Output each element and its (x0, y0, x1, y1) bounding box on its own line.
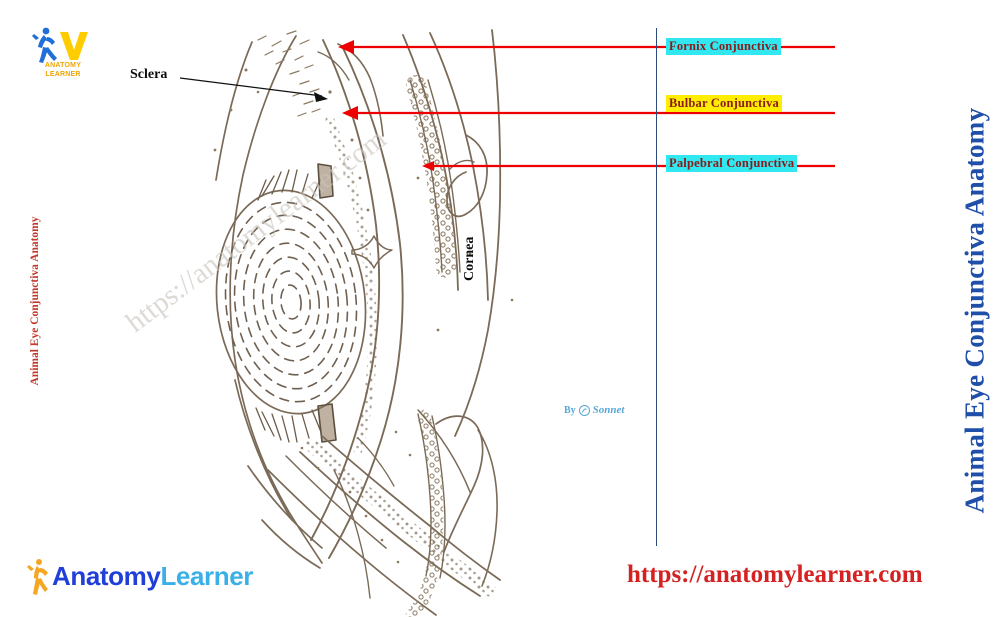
arrowhead-palpebral (422, 161, 434, 171)
anatomy-learner-logo[interactable]: Anatomy Learner (26, 556, 253, 596)
callout-label-fornix-conjunctiva: Fornix Conjunctiva (666, 38, 781, 56)
logo-word-anatomy: Anatomy (52, 560, 161, 591)
left-vertical-title: Animal Eye Conjunctiva Anatomy (29, 216, 41, 386)
attribution-name: Sonnet (592, 404, 625, 416)
annotation-sclera: Sclera (130, 67, 168, 82)
brand-mark-line2: LEARNER (45, 71, 81, 78)
sonnet-badge-icon (578, 404, 590, 416)
vertical-divider (656, 28, 657, 546)
logo-word-learner: Learner (160, 560, 254, 591)
annotation-cornea: Cornea (462, 236, 477, 281)
anatomy-learner-logo-small[interactable]: ANATOMY LEARNER (30, 24, 92, 82)
site-url[interactable]: https://anatomylearner.com (627, 561, 923, 588)
arrowhead-bulbar (342, 106, 358, 120)
attribution: By Sonnet (564, 404, 624, 416)
running-figure-icon-orange (27, 559, 48, 595)
attribution-prefix: By (564, 404, 576, 416)
callout-label-bulbar-conjunctiva: Bulbar Conjunctiva (666, 95, 782, 113)
brand-mark-line1: ANATOMY (44, 62, 82, 69)
running-figure-icon (32, 27, 88, 63)
arrowhead-fornix (338, 40, 354, 54)
right-vertical-title: Animal Eye Conjunctiva Anatomy (959, 107, 990, 514)
callout-label-palpebral-conjunctiva: Palpebral Conjunctiva (666, 155, 798, 173)
